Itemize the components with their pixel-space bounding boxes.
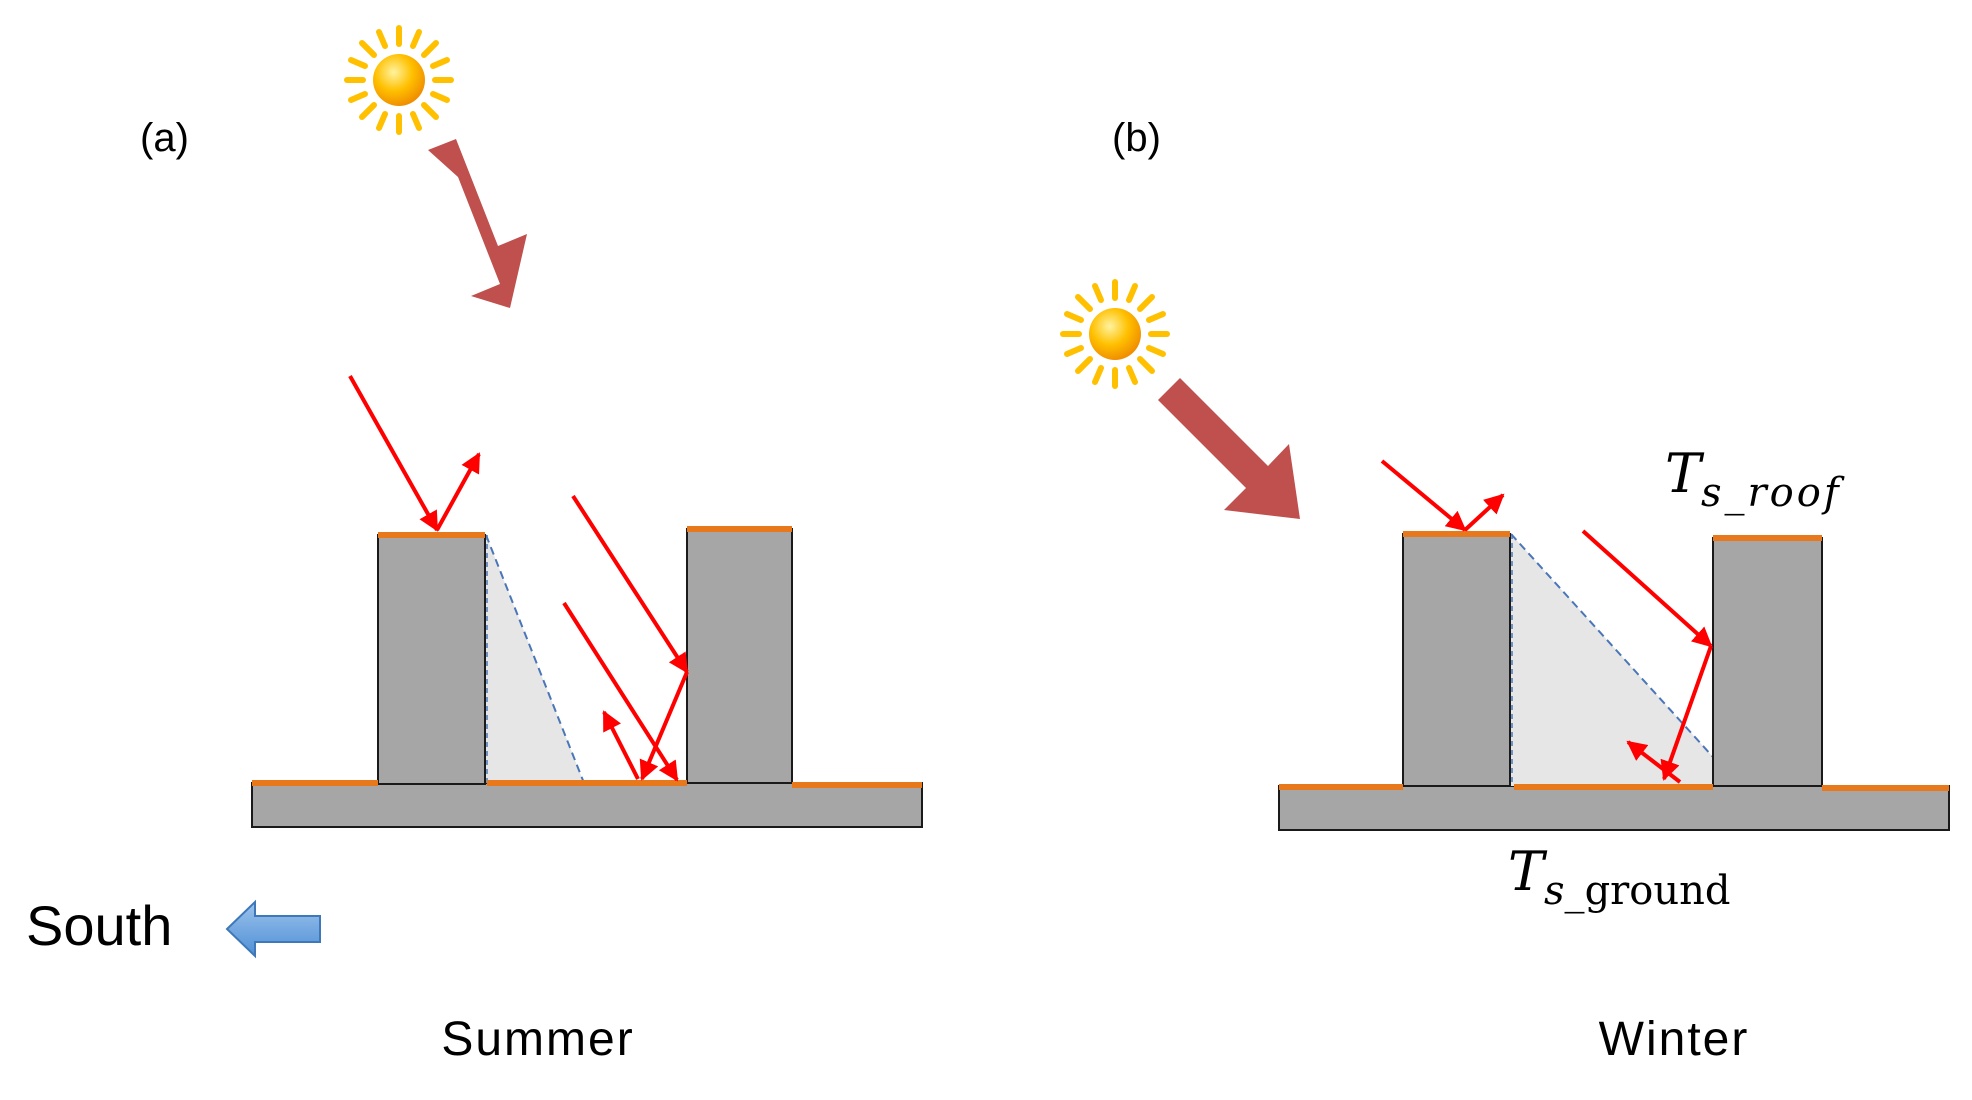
building-right <box>686 528 793 784</box>
ground-temperature-subscript-prefix: s_ <box>1544 868 1585 914</box>
sun-beam-arrow <box>428 139 527 308</box>
heated-surfaces <box>1279 531 1949 791</box>
building-right <box>1712 537 1823 787</box>
roof-temperature-subscript: s_roof <box>1701 470 1845 516</box>
south-label: South <box>26 894 172 957</box>
sun-icon <box>344 25 454 135</box>
solar-rays-winter <box>1380 459 1713 784</box>
canyon-shadow <box>1511 534 1713 786</box>
sun-icon <box>1060 279 1170 389</box>
season-label-summer: Summer <box>441 1013 634 1066</box>
sun-beam-arrow <box>1158 378 1300 519</box>
solar-rays-summer <box>348 375 689 782</box>
panel-b-label: (b) <box>1112 116 1161 160</box>
building-left <box>377 534 486 785</box>
roof-temperature-label: Ts_roof <box>1665 442 1845 516</box>
ground-slab <box>251 782 923 828</box>
roof-temperature-symbol: T <box>1665 442 1705 505</box>
shadow-edge-line <box>485 534 585 784</box>
south-arrow-icon <box>225 899 321 959</box>
building-left <box>1402 533 1511 787</box>
season-label-winter: Winter <box>1599 1013 1750 1066</box>
ground-temperature-subscript-word: ground <box>1585 868 1731 914</box>
panel-b-winter: (b) <box>1060 116 1950 1066</box>
ground-slab <box>1278 785 1950 831</box>
shadow-edge-line <box>1510 533 1714 758</box>
heated-surfaces <box>252 526 922 788</box>
ground-temperature-label: Ts_ground <box>1508 840 1731 914</box>
ground-temperature-symbol: T <box>1508 840 1548 903</box>
panel-a-summer: (a) <box>26 25 923 1066</box>
panel-a-label: (a) <box>140 116 189 160</box>
